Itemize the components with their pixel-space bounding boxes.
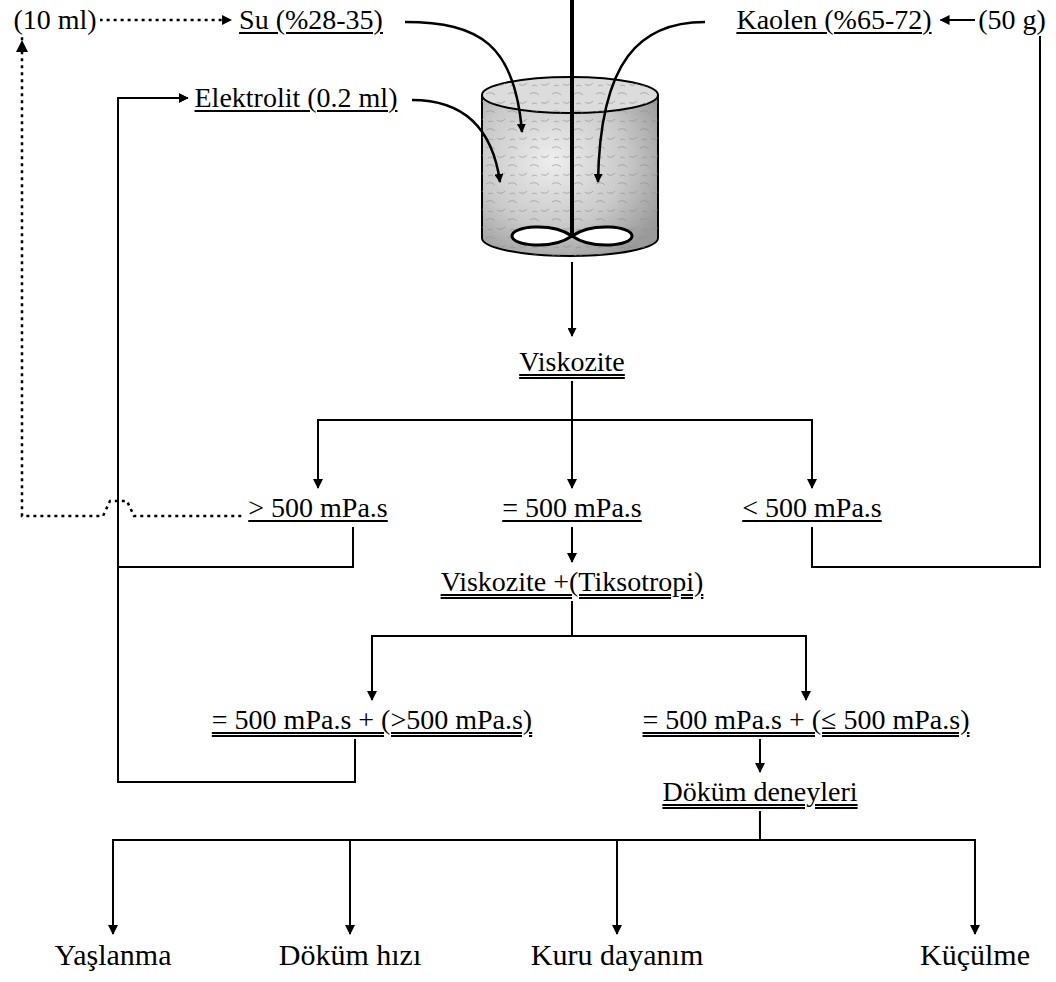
quantity-label: (10 ml) bbox=[10, 4, 99, 36]
flow-step: = 500 mPa.s + (>500 mPa.s) bbox=[209, 703, 535, 737]
flow-connector bbox=[571, 527, 573, 562]
quantity-label: (50 g) bbox=[975, 4, 1049, 36]
step-label: Kuru dayanım bbox=[531, 938, 703, 972]
flow-step: Yaşlanma bbox=[52, 937, 175, 973]
flow-connector bbox=[318, 381, 572, 488]
flow-connector bbox=[760, 811, 975, 934]
step-label: = 500 mPa.s bbox=[502, 492, 641, 524]
step-label: > 500 mPa.s bbox=[248, 492, 387, 524]
step-label: Döküm deneyleri bbox=[662, 776, 857, 808]
flow-connector bbox=[812, 20, 1040, 567]
step-label: Yaşlanma bbox=[55, 938, 172, 972]
step-label: Su (%28-35) bbox=[239, 4, 383, 36]
step-label: = 500 mPa.s + (≤ 500 mPa.s) bbox=[643, 704, 970, 736]
step-label: Elektrolit (0.2 ml) bbox=[195, 82, 398, 114]
flow-step: Viskozite +(Tiksotropi) bbox=[438, 565, 707, 599]
step-label: Viskozite bbox=[519, 346, 625, 378]
step-label: Döküm hızı bbox=[279, 938, 422, 972]
flow-step: Döküm deneyleri bbox=[659, 775, 860, 809]
step-label: = 500 mPa.s + (>500 mPa.s) bbox=[212, 704, 532, 736]
step-label: Küçülme bbox=[920, 938, 1030, 972]
flow-step: = 500 mPa.s + (≤ 500 mPa.s) bbox=[640, 703, 973, 737]
flow-step: Viskozite bbox=[516, 345, 628, 379]
flow-connector bbox=[113, 811, 760, 934]
flow-step: < 500 mPa.s bbox=[739, 491, 884, 525]
step-label: Kaolen (%65-72) bbox=[736, 4, 931, 36]
flow-connector bbox=[759, 739, 761, 772]
flow-step: Su (%28-35) bbox=[236, 3, 386, 37]
flow-connector bbox=[118, 98, 355, 782]
step-label: < 500 mPa.s bbox=[742, 492, 881, 524]
step-label: Viskozite +(Tiksotropi) bbox=[441, 566, 704, 598]
flow-connector bbox=[372, 601, 572, 700]
flow-connector bbox=[572, 381, 812, 488]
flow-connector bbox=[572, 601, 806, 700]
flow-step: Kaolen (%65-72) bbox=[733, 3, 934, 37]
flow-connector bbox=[350, 811, 760, 934]
flow-step: Küçülme bbox=[917, 937, 1033, 973]
flow-connector bbox=[617, 811, 760, 934]
flow-step: > 500 mPa.s bbox=[245, 491, 390, 525]
flow-step: Elektrolit (0.2 ml) bbox=[192, 81, 401, 115]
flow-step: Kuru dayanım bbox=[528, 937, 706, 973]
flow-step: = 500 mPa.s bbox=[499, 491, 644, 525]
flow-step: Döküm hızı bbox=[276, 937, 425, 973]
